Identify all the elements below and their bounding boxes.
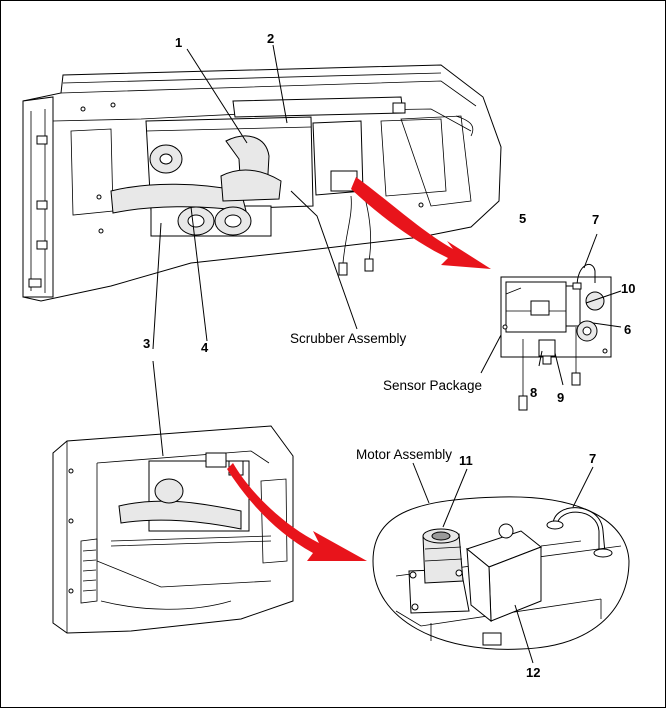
callout-numbers: 1 2 3 4 5 6 7 8 9 10 11 7 12 xyxy=(143,31,635,680)
callout-4: 4 xyxy=(201,340,209,355)
red-arrow-to-sensor-package xyxy=(351,177,491,269)
callout-6: 6 xyxy=(624,322,631,337)
motor-assembly-illustration xyxy=(372,496,630,650)
callout-12: 12 xyxy=(526,665,540,680)
callout-8: 8 xyxy=(530,385,537,400)
callout-11: 11 xyxy=(459,453,473,468)
label-sensor-package: Sensor Package xyxy=(383,378,482,393)
lower-unit-illustration xyxy=(52,425,294,634)
label-scrubber-assembly: Scrubber Assembly xyxy=(290,331,407,346)
red-arrow-to-motor-assembly xyxy=(227,463,367,561)
sensor-package-illustration xyxy=(500,263,612,411)
label-motor-assembly: Motor Assembly xyxy=(356,447,452,462)
callout-7-motor: 7 xyxy=(589,451,596,466)
callout-9: 9 xyxy=(557,390,564,405)
callout-2: 2 xyxy=(267,31,274,46)
callout-10: 10 xyxy=(621,281,635,296)
text-labels: Scrubber Assembly Sensor Package Motor A… xyxy=(290,331,482,462)
callout-7-sensor: 7 xyxy=(592,212,599,227)
leader-lines xyxy=(152,44,622,664)
callout-arrows xyxy=(227,177,491,561)
upper-unit-illustration xyxy=(22,64,502,302)
callout-5: 5 xyxy=(519,211,526,226)
callout-1: 1 xyxy=(175,35,182,50)
callout-3: 3 xyxy=(143,336,150,351)
